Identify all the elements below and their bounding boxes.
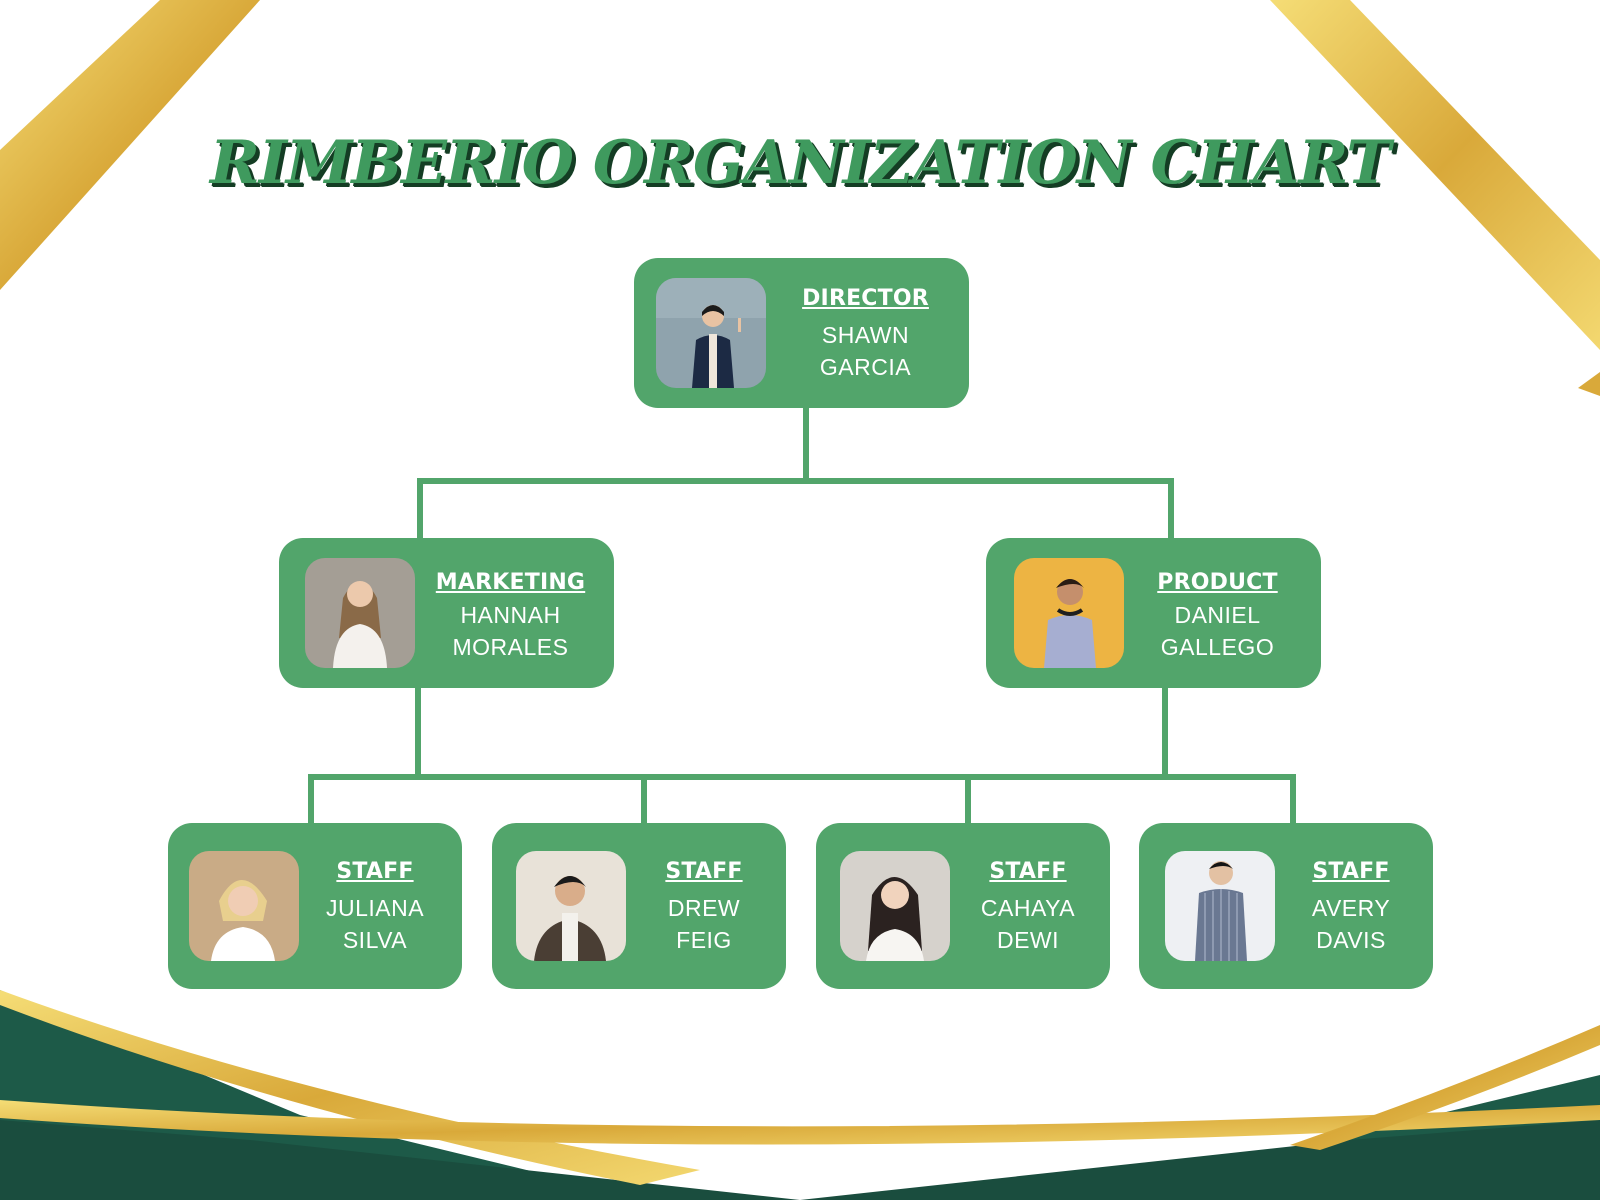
staff-3-name-last: DEWI xyxy=(996,927,1060,953)
staff-4-name-first: AVERY xyxy=(1311,895,1391,921)
staff-3-text: STAFF CAHAYA DEWI xyxy=(956,859,1100,956)
staff-2-photo xyxy=(516,851,626,961)
person-photo xyxy=(516,851,626,961)
node-staff-1: STAFF JULIANA SILVA xyxy=(168,823,462,989)
director-name-first: SHAWN xyxy=(821,322,910,348)
gold-ribbon-top-right xyxy=(1270,0,1600,350)
director-name-last: GARCIA xyxy=(819,354,912,380)
staff-4-role: STAFF xyxy=(1312,859,1390,884)
node-staff-3: STAFF CAHAYA DEWI xyxy=(816,823,1110,989)
product-text: PRODUCT DANIEL GALLEGO xyxy=(1124,570,1311,663)
person-photo xyxy=(189,851,299,961)
node-director: DIRECTOR SHAWN GARCIA xyxy=(634,258,969,408)
staff-4-name-last: DAVIS xyxy=(1316,927,1386,953)
marketing-name-last: MORALES xyxy=(452,634,569,660)
person-photo xyxy=(840,851,950,961)
marketing-role: MARKETING xyxy=(435,570,586,595)
director-text: DIRECTOR SHAWN GARCIA xyxy=(772,286,959,383)
product-role: PRODUCT xyxy=(1157,570,1278,595)
staff-1-name-last: SILVA xyxy=(342,927,408,953)
staff-1-photo xyxy=(189,851,299,961)
marketing-photo xyxy=(305,558,415,668)
staff-3-role: STAFF xyxy=(989,859,1067,884)
marketing-name-first: HANNAH xyxy=(460,602,561,628)
staff-4-text: STAFF AVERY DAVIS xyxy=(1279,859,1423,956)
gold-swoosh-bottom-left xyxy=(0,990,700,1185)
staff-2-role: STAFF xyxy=(665,859,743,884)
product-photo xyxy=(1014,558,1124,668)
gold-sliver-right xyxy=(1578,372,1600,396)
node-product: PRODUCT DANIEL GALLEGO xyxy=(986,538,1321,688)
director-photo xyxy=(656,278,766,388)
person-photo xyxy=(1014,558,1124,668)
node-staff-2: STAFF DREW FEIG xyxy=(492,823,786,989)
director-role: DIRECTOR xyxy=(802,286,929,311)
staff-1-name-first: JULIANA xyxy=(325,895,425,921)
staff-1-text: STAFF JULIANA SILVA xyxy=(298,859,452,956)
gold-swoosh-bottom xyxy=(0,1100,1600,1145)
product-name-first: DANIEL xyxy=(1174,602,1261,628)
gold-ribbon-top-left xyxy=(0,0,260,290)
node-marketing: MARKETING HANNAH MORALES xyxy=(279,538,614,688)
staff-2-name-first: DREW xyxy=(667,895,741,921)
staff-2-text: STAFF DREW FEIG xyxy=(632,859,776,956)
bottom-green-center xyxy=(0,1120,1600,1200)
staff-3-name-first: CAHAYA xyxy=(980,895,1076,921)
product-name-last: GALLEGO xyxy=(1160,634,1275,660)
staff-2-name-last: FEIG xyxy=(676,927,732,953)
gold-swoosh-bottom-right xyxy=(1290,1025,1600,1150)
marketing-text: MARKETING HANNAH MORALES xyxy=(417,570,604,663)
staff-1-role: STAFF xyxy=(336,859,414,884)
node-staff-4: STAFF AVERY DAVIS xyxy=(1139,823,1433,989)
chart-title: RIMBERIO ORGANIZATION CHART xyxy=(210,128,1391,198)
staff-4-photo xyxy=(1165,851,1275,961)
staff-3-photo xyxy=(840,851,950,961)
person-photo xyxy=(656,278,766,388)
person-photo xyxy=(1165,851,1275,961)
person-photo xyxy=(305,558,415,668)
